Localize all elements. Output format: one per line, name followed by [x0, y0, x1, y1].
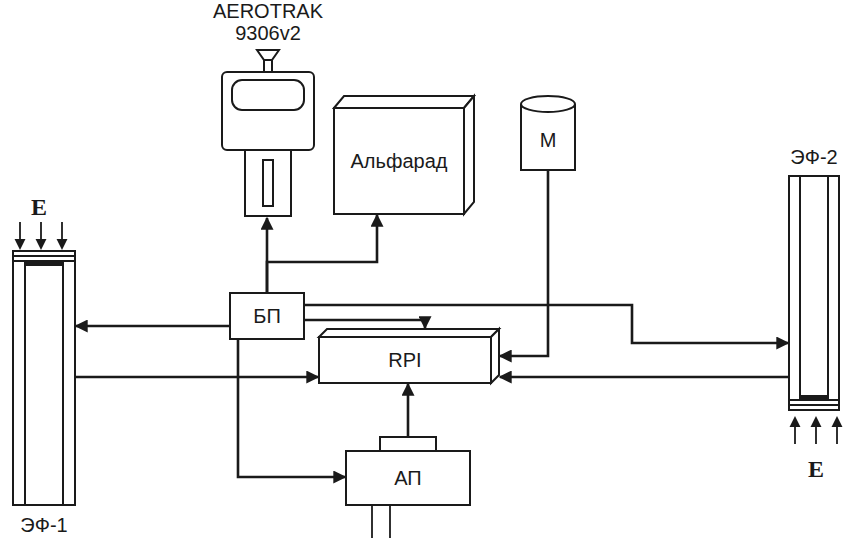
connector-legs [372, 505, 390, 538]
connector-arrow [76, 325, 229, 328]
filter-device: ЭФ-1 [12, 250, 76, 536]
node-label: RPI [388, 349, 421, 371]
connector-arrow [305, 320, 425, 328]
connector-arrow [76, 376, 318, 379]
controller-box: RPI [318, 328, 500, 384]
node-label: Альфарад [351, 150, 448, 172]
node-label: AEROTRAK 9306v2 [208, 0, 328, 44]
connector-arrow [407, 384, 410, 436]
connector-arrow [267, 215, 377, 292]
node-label: АП [394, 467, 422, 489]
filter-device: ЭФ-2 [788, 146, 840, 412]
particle-counter: AEROTRAK 9306v2 [200, 0, 336, 218]
flow-arrows [16, 222, 66, 248]
flow-label: E [808, 456, 824, 482]
flow-arrows [791, 418, 841, 444]
storage-cylinder: М [520, 95, 576, 171]
node-outline [788, 146, 840, 412]
connector-arrow [500, 376, 788, 379]
connector-arrow [500, 171, 548, 356]
node-label: М [540, 129, 557, 151]
node-label: ЭФ-1 [20, 514, 67, 536]
process-box: АП [345, 436, 471, 506]
process-box: БП [229, 292, 305, 340]
flow-label: E [31, 194, 47, 220]
node-label: БП [253, 305, 281, 327]
node-outline [12, 250, 76, 536]
node-label: ЭФ-2 [790, 146, 837, 168]
radiometer-box: Альфарад [333, 95, 475, 215]
